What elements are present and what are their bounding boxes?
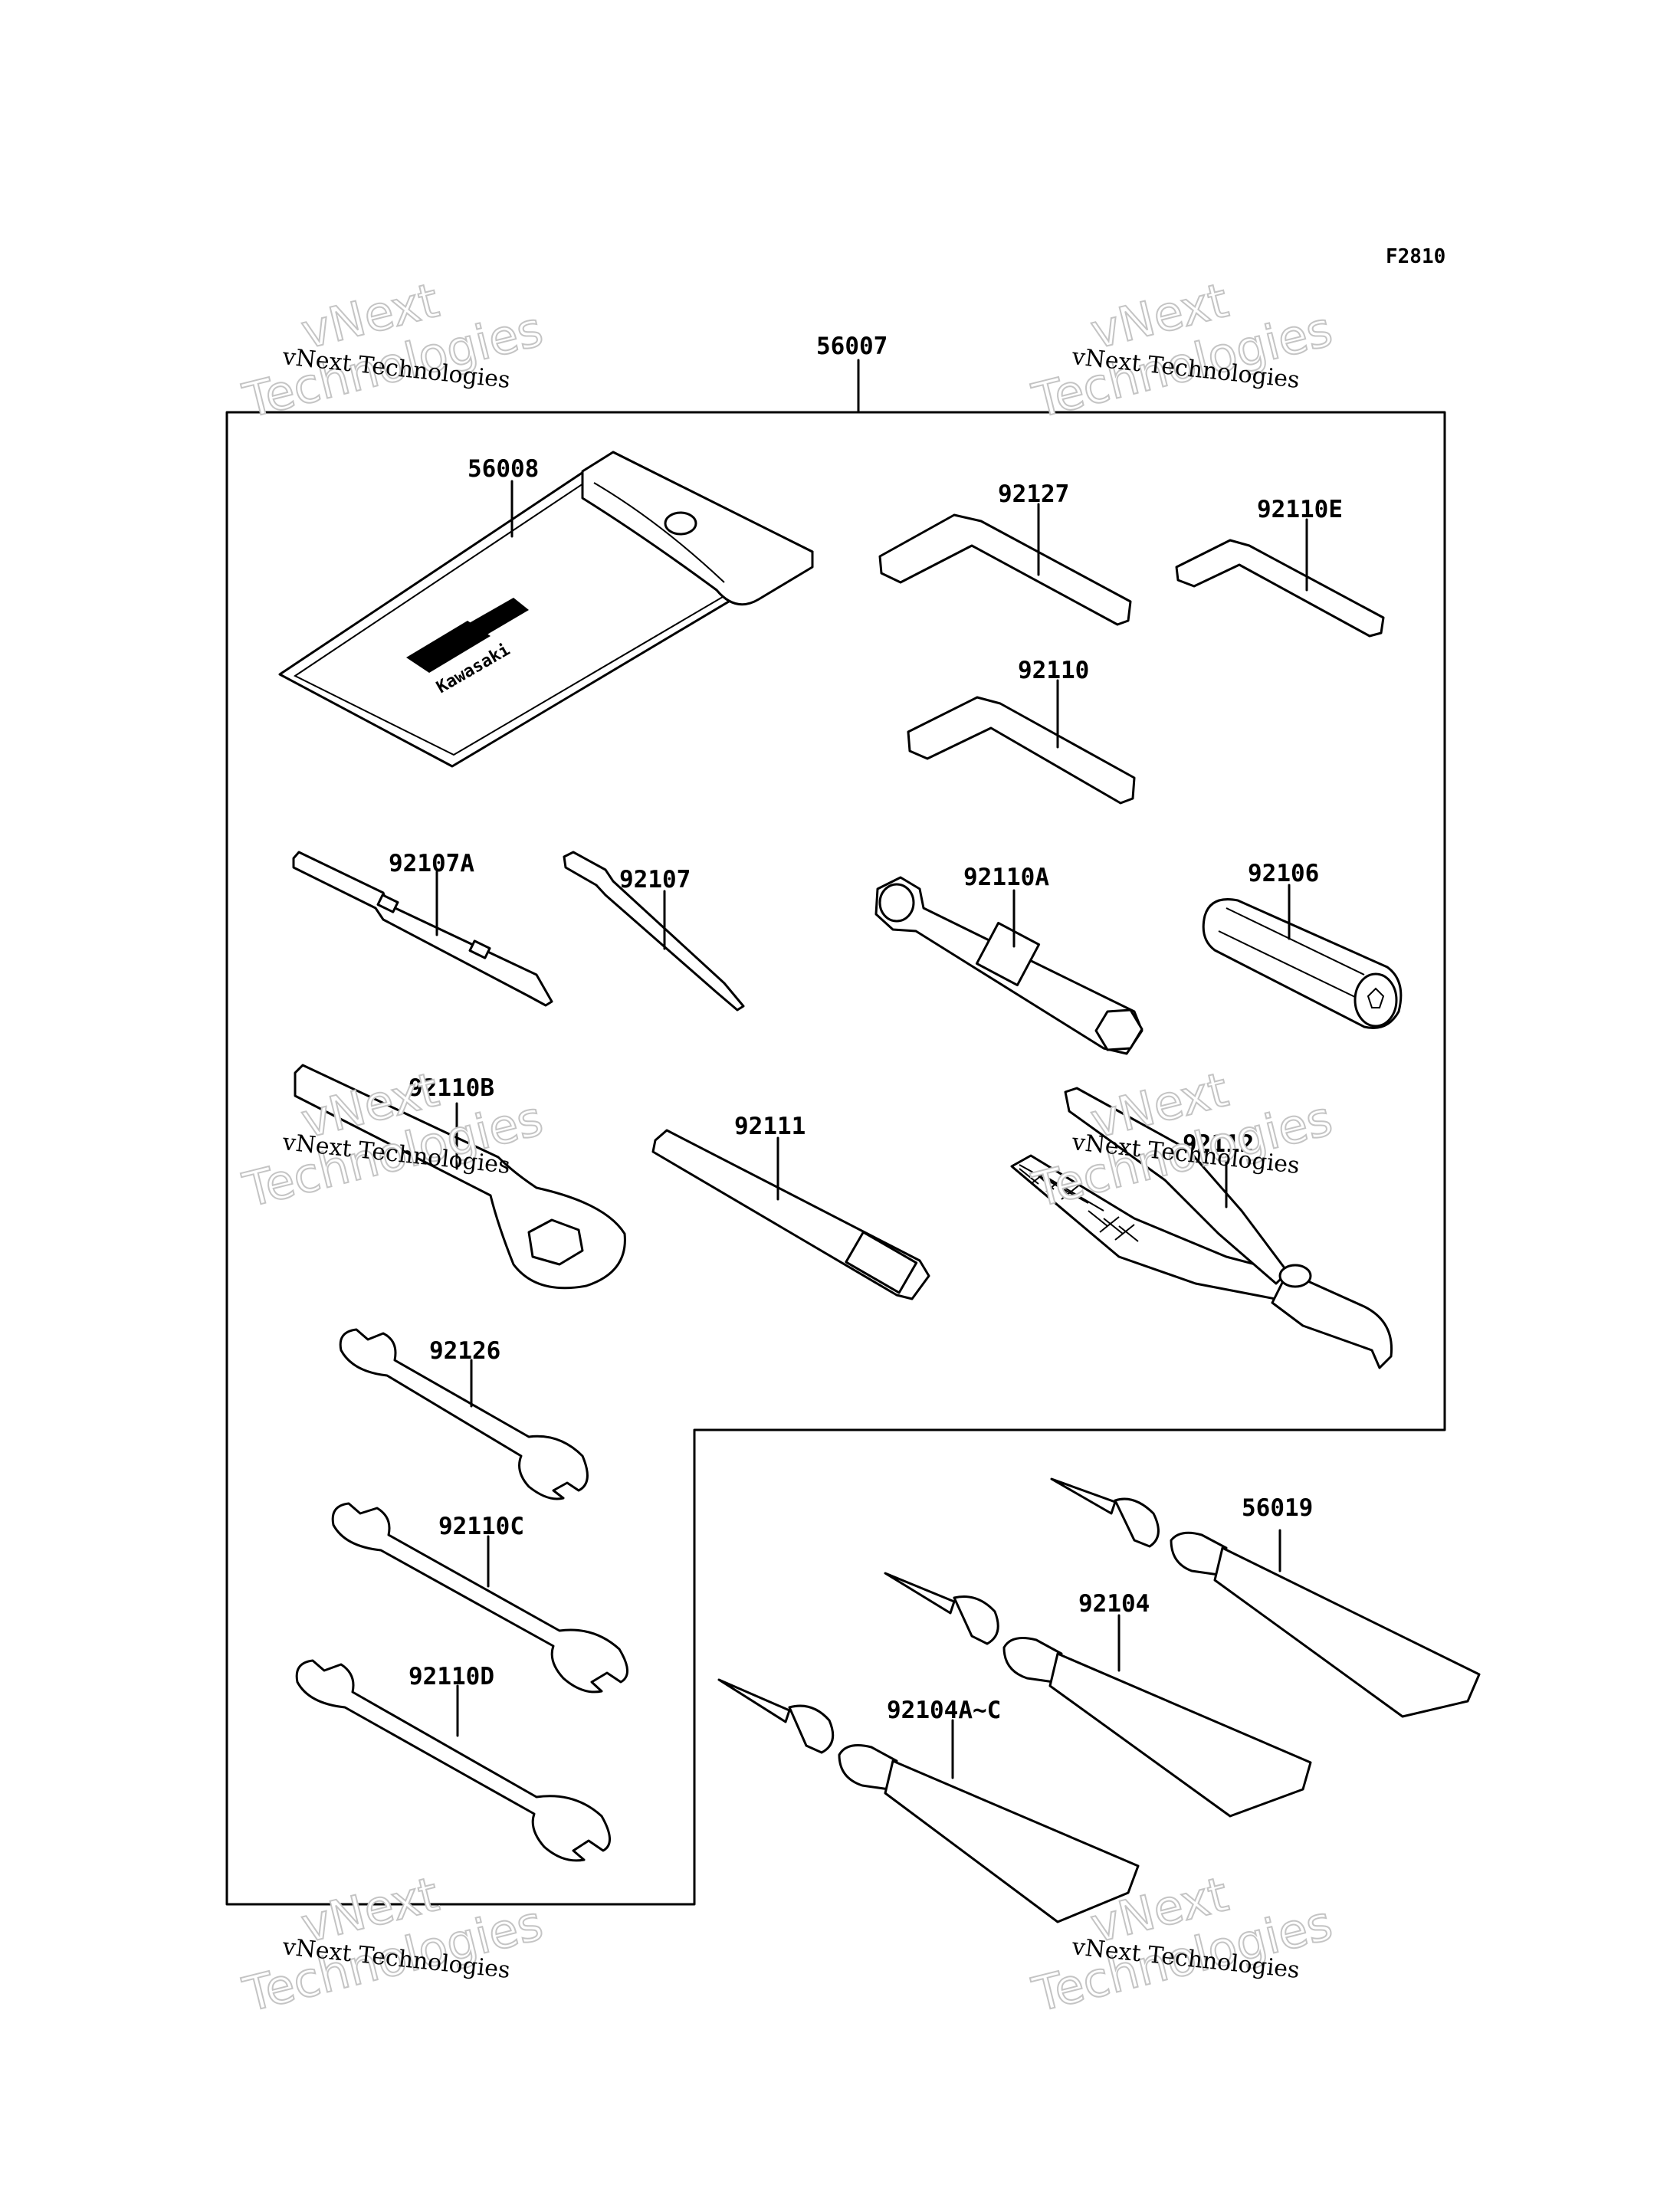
box-wrench-92110A (874, 876, 1144, 1055)
screwdriver-92107 (563, 851, 745, 1012)
part-label-92110B: 92110B (409, 1074, 494, 1102)
tool-pouch: Kawasaki (278, 451, 814, 768)
pliers-92112 (1010, 1087, 1393, 1369)
open-wrench-92110D (295, 1659, 611, 1862)
part-label-92104AC: 92104A~C (887, 1697, 1001, 1724)
kit-outline (225, 411, 1446, 1906)
part-label-92110E: 92110E (1257, 496, 1343, 523)
screwdriver-92107A (292, 851, 553, 1007)
pliers-grip-hatch (1019, 1168, 1139, 1242)
open-wrench-92126 (339, 1328, 589, 1500)
part-label-56007: 56007 (816, 333, 888, 360)
part-label-92112: 92112 (1183, 1130, 1254, 1158)
part-label-56019: 56019 (1242, 1494, 1313, 1522)
watermark-1: vNext Technologies vNext Technologies (237, 271, 549, 430)
part-label-92106: 92106 (1248, 860, 1319, 887)
part-label-92126: 92126 (429, 1337, 500, 1365)
part-label-92110C: 92110C (438, 1513, 524, 1540)
part-label-92104: 92104 (1078, 1590, 1150, 1618)
open-wrench-92110C (331, 1502, 628, 1694)
hex-wrench-92110E (1175, 518, 1385, 638)
part-label-92110D: 92110D (409, 1663, 494, 1690)
part-label-92110A: 92110A (963, 864, 1049, 891)
part-label-92107A: 92107A (389, 850, 474, 877)
hex-wrench-92110 (907, 679, 1136, 805)
hex-wrench-92127 (878, 503, 1132, 626)
watermark-2: vNext Technologies vNext Technologies (1026, 271, 1338, 430)
grease-tube-56019 (1050, 1477, 1481, 1718)
part-label-56008: 56008 (468, 455, 539, 483)
part-label-92111: 92111 (734, 1113, 806, 1140)
part-label-92107: 92107 (619, 866, 691, 894)
grease-tube-92104AC (717, 1678, 1140, 1923)
figure-code: F2810 (1386, 245, 1445, 268)
grease-tube-92104 (884, 1572, 1312, 1818)
handle-92106 (1202, 884, 1403, 1029)
extension-bar-92111 (651, 1129, 930, 1300)
part-label-92110: 92110 (1018, 657, 1089, 684)
ring-wrench-92110B (294, 1064, 626, 1290)
part-label-92127: 92127 (998, 480, 1069, 508)
watermark-5: vNext Technologies vNext Technologies (237, 1865, 549, 2024)
